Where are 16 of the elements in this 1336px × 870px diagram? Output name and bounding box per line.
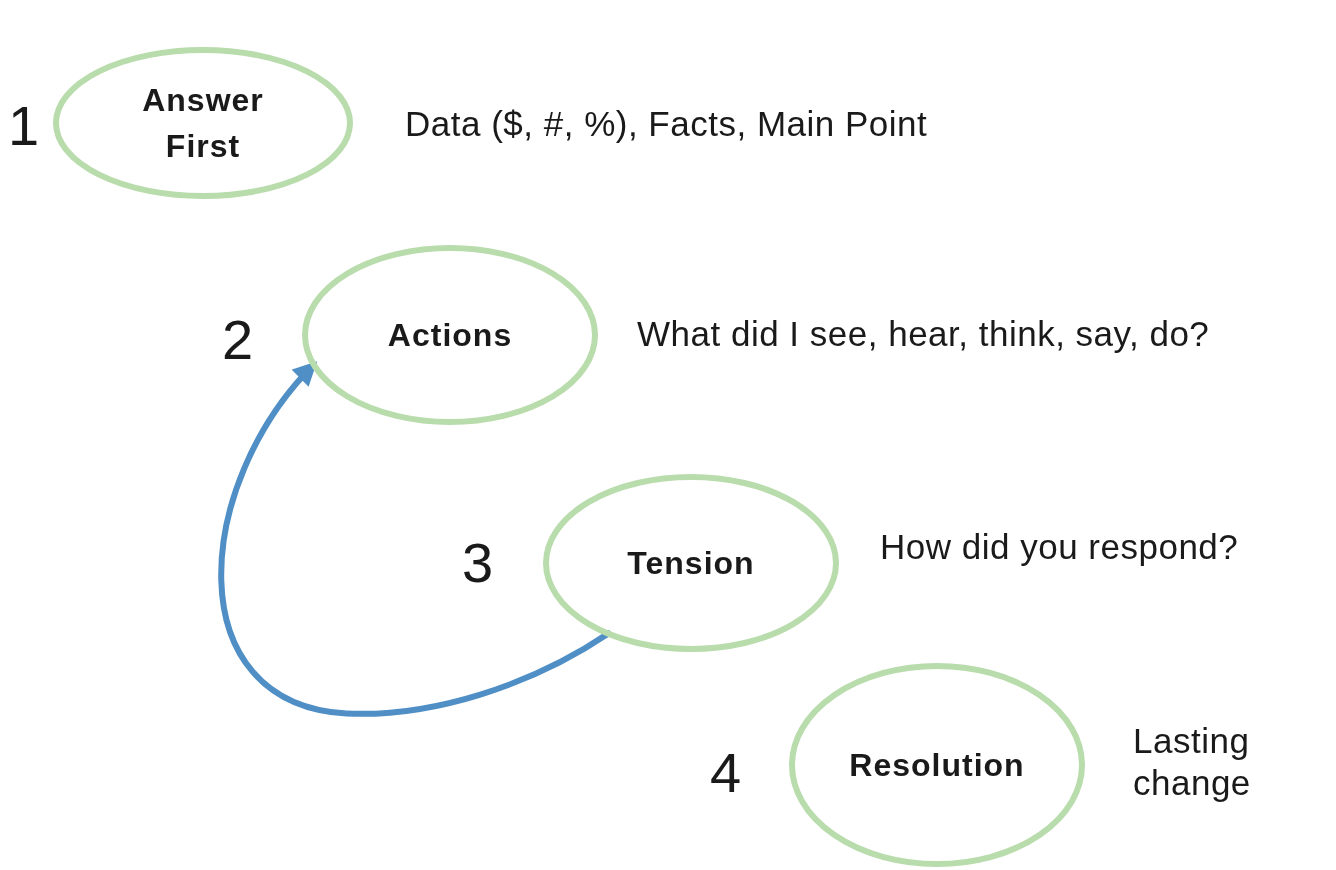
ellipse-node xyxy=(302,245,598,425)
node-label: Answer First xyxy=(141,80,265,166)
node-label: Tension xyxy=(626,543,756,583)
description-text: What did I see, hear, think, say, do? xyxy=(637,313,1211,355)
description-text: Data ($, #, %), Facts, Main Point xyxy=(405,103,929,145)
description-text: Lasting change xyxy=(1133,720,1252,804)
description-text: How did you respond? xyxy=(880,526,1240,568)
ellipse-node xyxy=(543,474,839,652)
ellipse-node xyxy=(53,47,353,199)
node-label: Resolution xyxy=(848,745,1026,785)
ellipse-node xyxy=(789,663,1085,867)
step-number: 1 xyxy=(8,98,40,154)
step-number: 4 xyxy=(710,745,742,801)
step-number: 2 xyxy=(222,312,254,368)
step-number: 3 xyxy=(462,535,494,591)
node-label: Actions xyxy=(386,315,514,355)
